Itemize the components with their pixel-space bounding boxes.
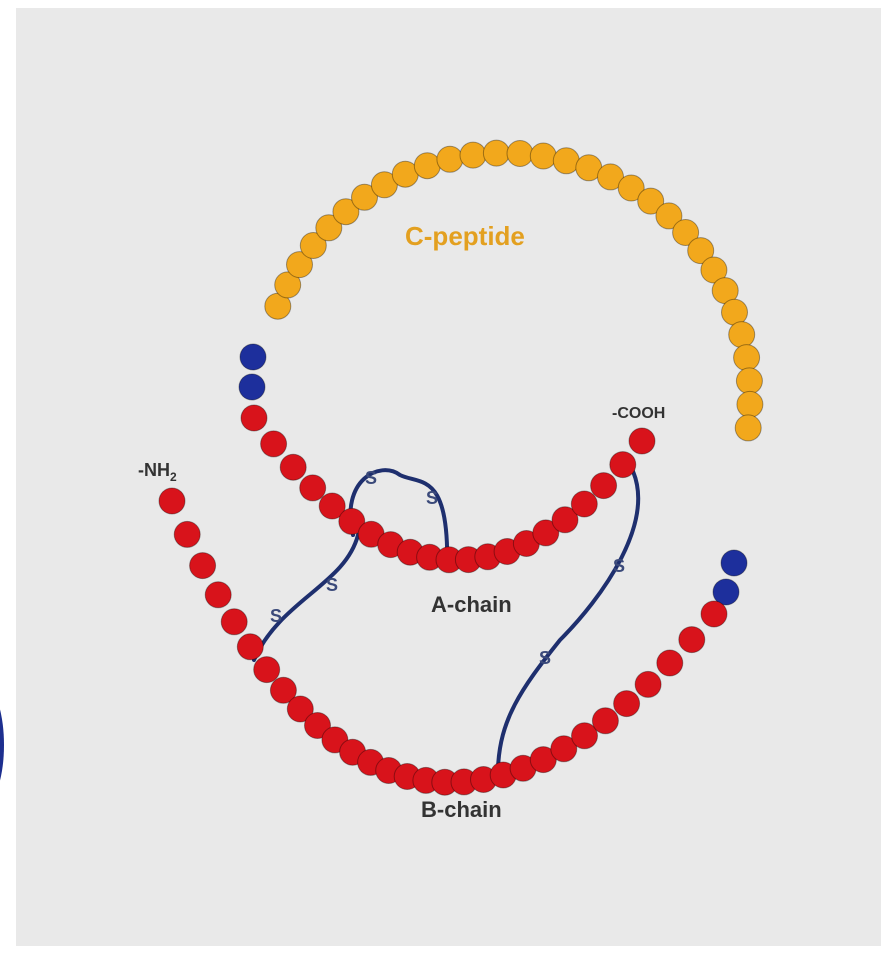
b-chain-residue — [701, 601, 727, 627]
sulfur-label: S — [270, 606, 282, 626]
sulfur-label: S — [539, 648, 551, 668]
c-peptide-residue — [735, 415, 761, 441]
nh2-label-text: -NH — [138, 460, 170, 480]
b-chain-residue — [221, 609, 247, 635]
c-peptide-residue — [483, 140, 509, 166]
linker-residue — [721, 550, 747, 576]
a-b-disulfide-bond-left — [254, 535, 358, 660]
a-chain-residue — [629, 428, 655, 454]
b-chain-residue — [159, 488, 185, 514]
linker-residue — [240, 344, 266, 370]
c-peptide-residue — [530, 143, 556, 169]
b-chain-residue — [254, 657, 280, 683]
a-chain-residue — [241, 405, 267, 431]
a-chain-label: A-chain — [431, 592, 512, 617]
b-chain-residue — [614, 691, 640, 717]
c-peptide-residue — [414, 153, 440, 179]
sulfur-label: S — [426, 488, 438, 508]
c-peptide-residue — [437, 146, 463, 172]
a-chain-residue — [280, 454, 306, 480]
a-chain-residue — [300, 475, 326, 501]
b-chain-residue — [635, 671, 661, 697]
b-chain-residue — [190, 553, 216, 579]
c-peptide-label: C-peptide — [405, 221, 525, 251]
b-chain-residue — [657, 650, 683, 676]
cooh-label: -COOH — [612, 405, 665, 422]
a-chain-residue — [610, 452, 636, 478]
a-chain-residue — [591, 473, 617, 499]
linker-residue — [239, 374, 265, 400]
c-peptide-residue — [729, 322, 755, 348]
c-peptide-residue — [507, 141, 533, 167]
c-peptide-residue — [734, 345, 760, 371]
b-chain-label: B-chain — [421, 797, 502, 822]
sulfur-label: S — [326, 575, 338, 595]
c-peptide-residue — [553, 148, 579, 174]
c-peptide-residue — [736, 368, 762, 394]
b-chain-residue — [679, 627, 705, 653]
b-chain-residue — [592, 708, 618, 734]
c-peptide-residue — [737, 391, 763, 417]
b-chain-residue — [237, 634, 263, 660]
nh2-subscript: 2 — [170, 470, 177, 484]
a-chain-residue — [571, 491, 597, 517]
nh2-label: -NH2 — [138, 460, 177, 484]
sulfur-label: S — [613, 556, 625, 576]
sulfur-label: S — [365, 468, 377, 488]
c-peptide-residue — [460, 142, 486, 168]
a-chain-residue — [261, 431, 287, 457]
b-chain-residue — [205, 582, 231, 608]
b-chain-residue — [174, 521, 200, 547]
